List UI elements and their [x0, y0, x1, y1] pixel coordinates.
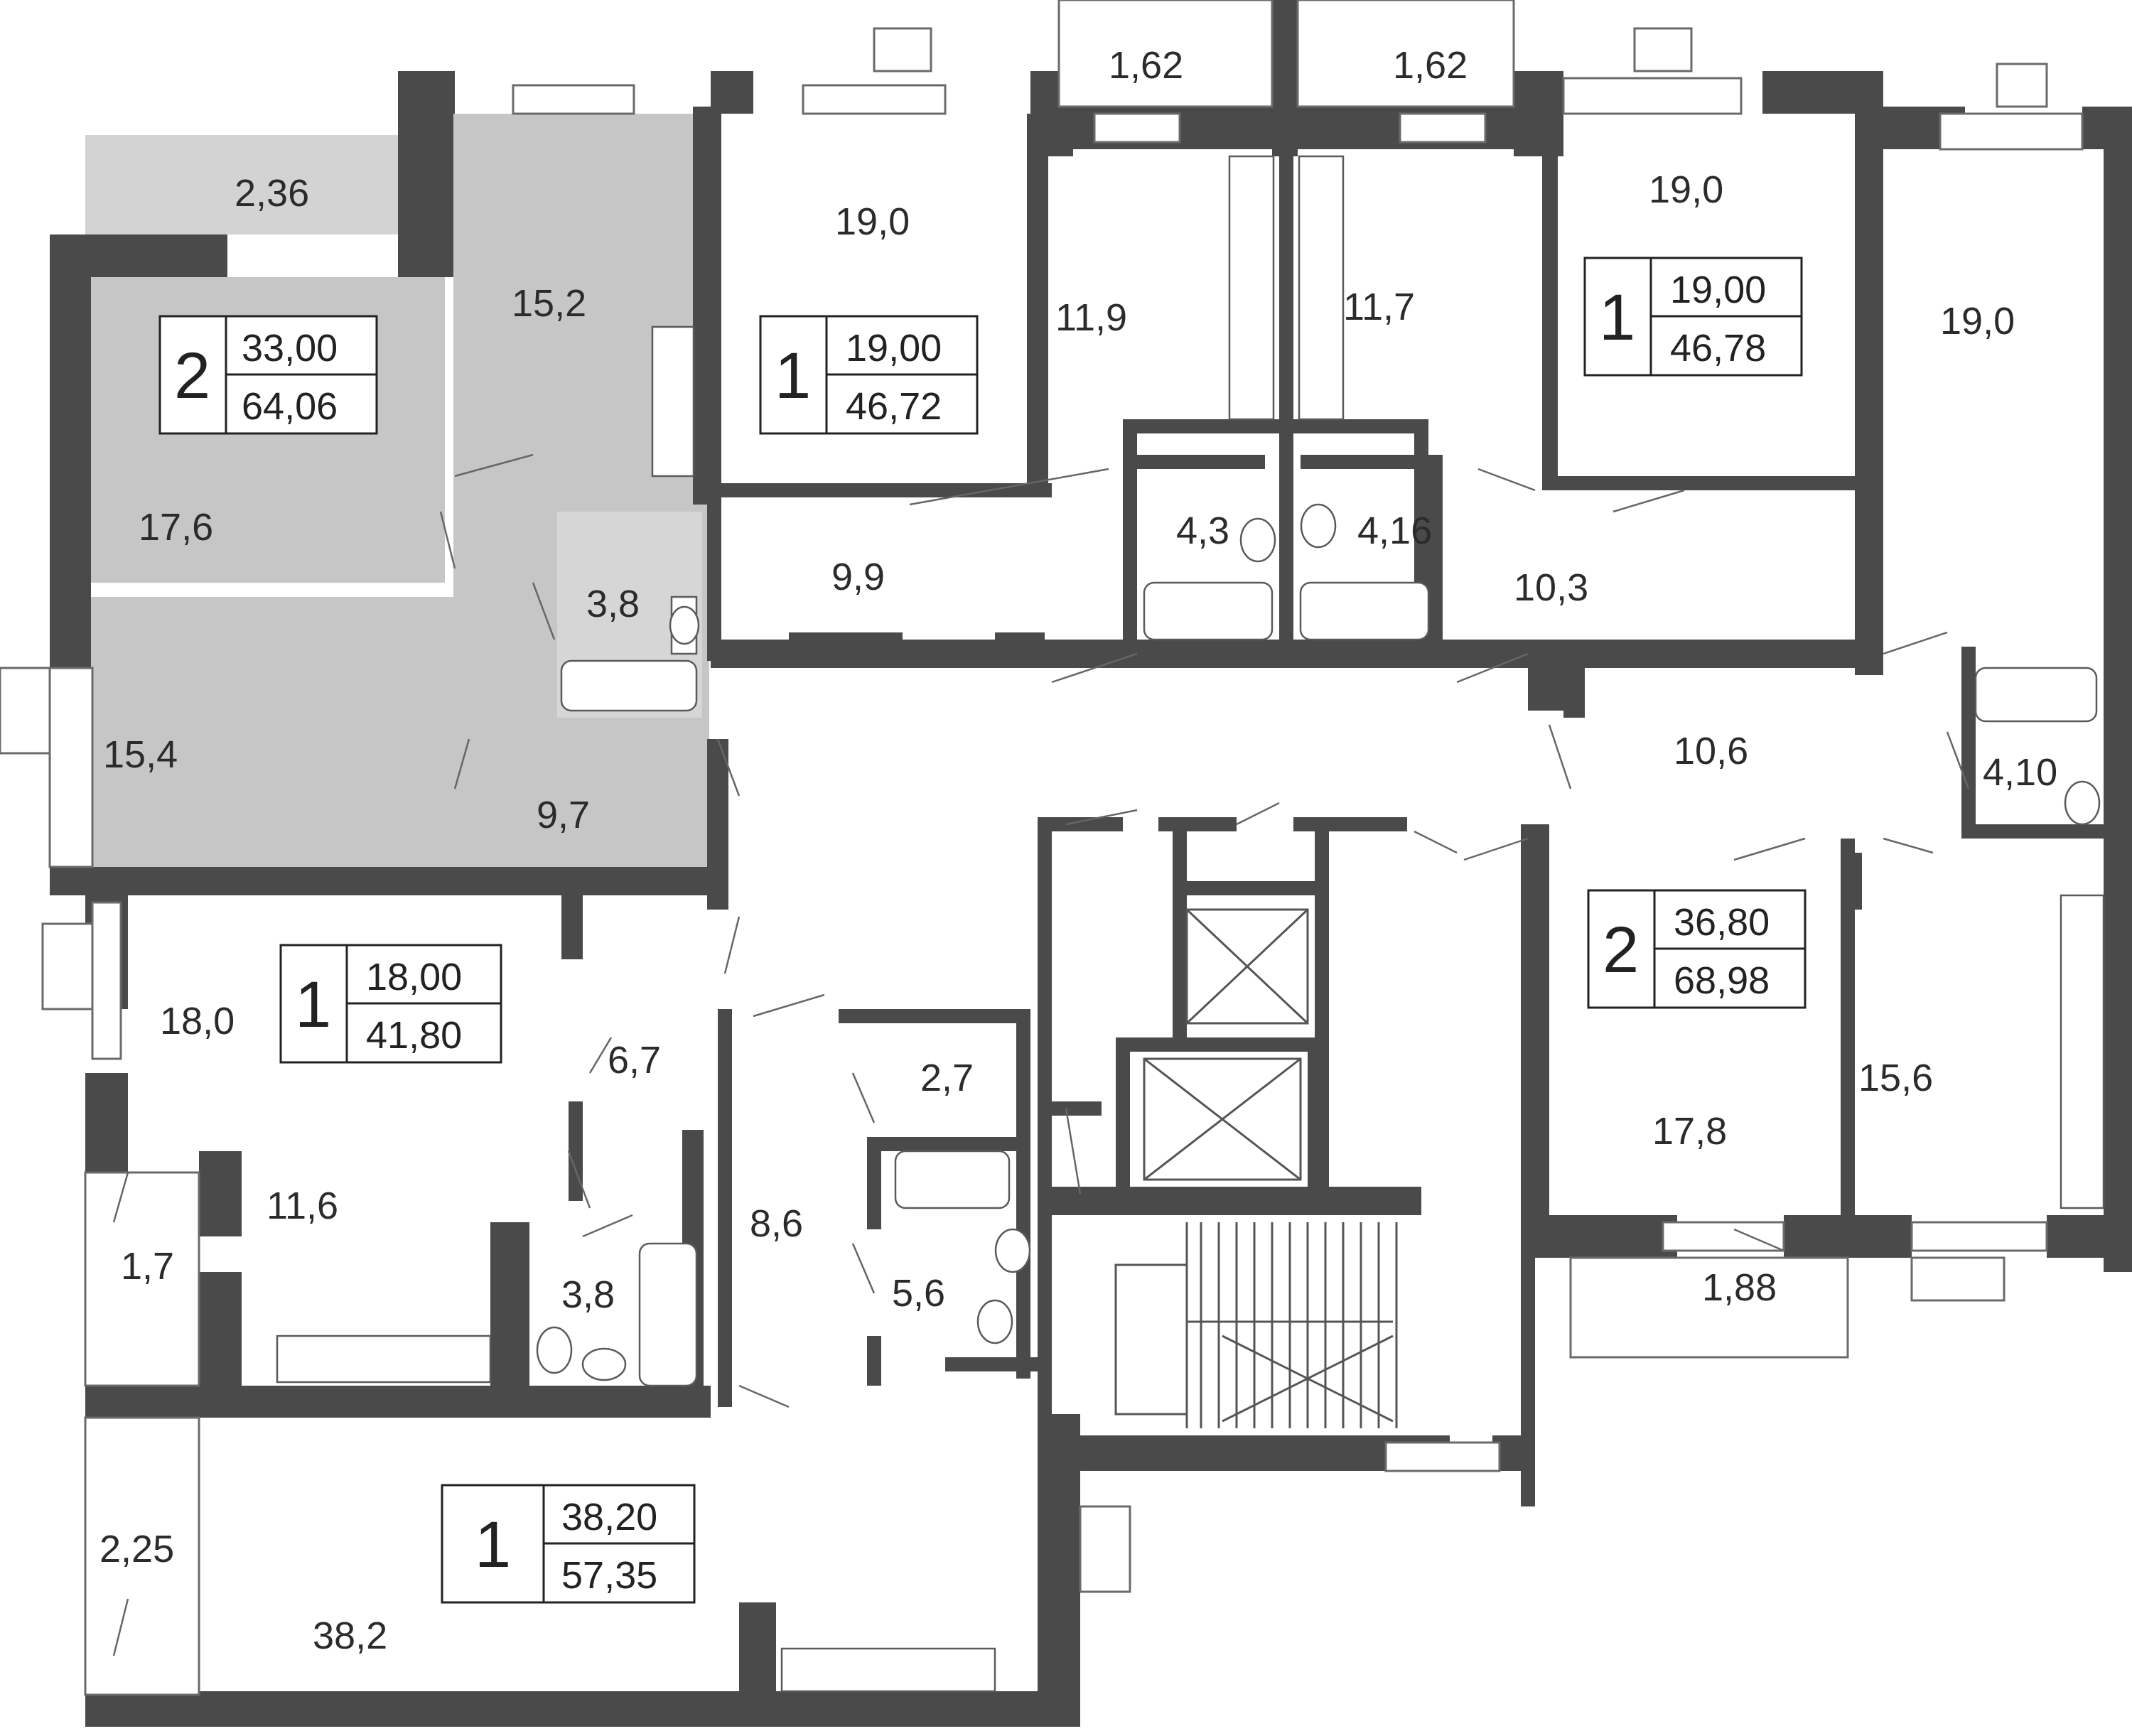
- room-area-label: 17,6: [139, 506, 213, 549]
- fixtures: [276, 155, 2105, 1693]
- room-area-label: 10,6: [1674, 730, 1748, 772]
- badge-total-area: 46,72: [846, 385, 942, 428]
- badge-rooms-count: 1: [295, 969, 331, 1041]
- room-area-label: 10,3: [1514, 566, 1588, 609]
- room-area-label: 9,7: [537, 794, 590, 836]
- room-area-label: 11,6: [266, 1185, 338, 1227]
- badge-living-area: 19,00: [846, 327, 942, 370]
- room-area-label: 19,0: [835, 200, 910, 243]
- badge-total-area: 41,80: [366, 1014, 462, 1057]
- room-area-label: 2,25: [99, 1528, 174, 1570]
- room-area-label: 3,8: [561, 1273, 615, 1316]
- room-area-label: 1,62: [1109, 44, 1183, 87]
- room-area-label: 11,9: [1055, 296, 1127, 339]
- room-area-label: 19,0: [1940, 300, 2015, 343]
- badge-total-area: 64,06: [242, 385, 338, 428]
- highlighted-apartment: [85, 84, 709, 867]
- room-area-label: 8,6: [750, 1202, 803, 1245]
- room-area-label: 1,7: [121, 1245, 174, 1288]
- badge-rooms-count: 1: [475, 1509, 511, 1581]
- room-area-label: 1,88: [1702, 1266, 1777, 1309]
- badge-living-area: 38,20: [561, 1496, 657, 1538]
- doors: [112, 453, 1970, 1656]
- badge-living-area: 33,00: [242, 327, 338, 370]
- room-area-label: 17,8: [1652, 1110, 1727, 1153]
- room-area-label: 15,4: [103, 733, 178, 776]
- room-area-label: 15,2: [512, 282, 586, 325]
- apartment-badge: 1 38,20 57,35: [441, 1484, 696, 1604]
- elevator-core: [1114, 908, 1398, 1428]
- badge-total-area: 57,35: [561, 1554, 657, 1597]
- room-area-label: 9,9: [831, 556, 885, 598]
- room-area-label: 19,0: [1649, 168, 1723, 211]
- apartment-badge: 2 33,00 64,06: [158, 315, 378, 435]
- room-area-label: 15,6: [1858, 1057, 1933, 1099]
- room-area-label: 1,62: [1393, 44, 1468, 87]
- room-area-label: 4,10: [1983, 751, 2057, 794]
- apartment-badge: 1 19,00 46,72: [759, 315, 979, 435]
- room-area-label: 4,3: [1176, 510, 1229, 552]
- apartment-badge: 1 19,00 46,78: [1583, 257, 1803, 377]
- badge-total-area: 68,98: [1674, 959, 1770, 1002]
- room-area-label: 4,16: [1357, 510, 1432, 552]
- room-area-label: 11,7: [1343, 286, 1415, 328]
- windows: [0, 0, 2084, 1696]
- badge-rooms-count: 1: [1599, 281, 1635, 354]
- room-area-label: 5,6: [892, 1272, 945, 1315]
- badge-total-area: 46,78: [1670, 327, 1766, 370]
- room-area-label: 2,36: [235, 172, 309, 215]
- room-area-label: 6,7: [608, 1039, 661, 1082]
- badge-living-area: 19,00: [1670, 269, 1766, 311]
- room-area-label: 2,7: [920, 1057, 974, 1099]
- room-area-label: 3,8: [586, 583, 640, 625]
- badge-living-area: 36,80: [1674, 901, 1770, 944]
- badge-rooms-count: 1: [775, 340, 811, 412]
- room-area-label: 18,0: [160, 1000, 235, 1042]
- room-area-label: 38,2: [313, 1614, 387, 1657]
- apartment-badge: 1 18,00 41,80: [279, 944, 502, 1064]
- badge-living-area: 18,00: [366, 956, 462, 998]
- apartment-badge: 2 36,80 68,98: [1587, 889, 1807, 1009]
- badge-rooms-count: 2: [1603, 914, 1639, 986]
- room-labels: 2,36 15,2 17,6 3,8 15,4 9,7 19,0 9,9 1,6…: [99, 44, 2057, 1657]
- badge-rooms-count: 2: [174, 340, 210, 412]
